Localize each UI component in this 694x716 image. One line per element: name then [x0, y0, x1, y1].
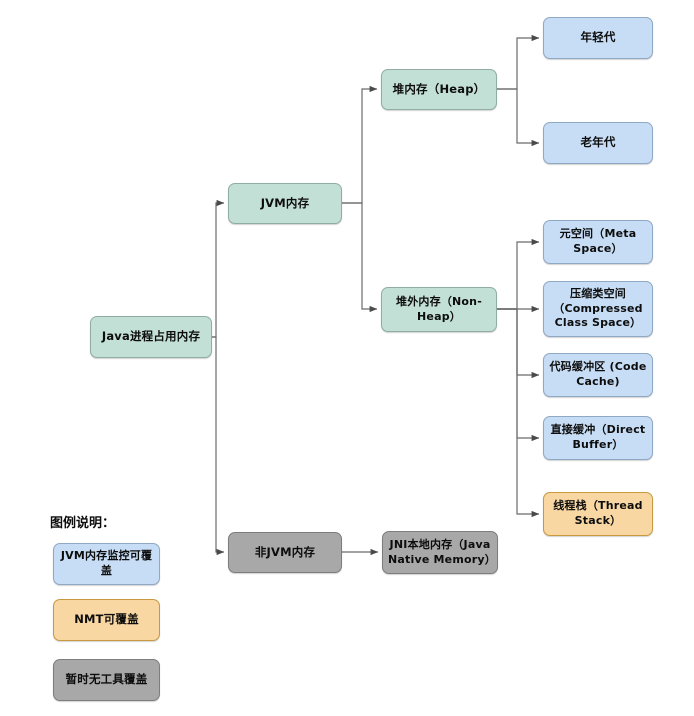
edge-jvm-to-heap	[342, 85, 378, 204]
node-jni-native[interactable]: JNI本地内存（Java Native Memory）	[382, 531, 498, 574]
node-thread-stack-label: 线程栈（Thread Stack）	[553, 499, 643, 527]
node-old-gen[interactable]: 老年代	[543, 122, 653, 164]
node-jni-native-label: JNI本地内存（Java Native Memory）	[388, 537, 496, 566]
legend-nmt-label: NMT可覆盖	[74, 612, 139, 627]
legend-no-tool-label: 暂时无工具覆盖	[65, 672, 148, 687]
node-non-heap[interactable]: 堆外内存（Non-Heap）	[381, 287, 497, 332]
node-non-jvm-memory[interactable]: 非JVM内存	[228, 532, 342, 573]
node-java-process[interactable]: Java进程占用内存	[90, 316, 212, 358]
node-direct-buffer-label: 直接缓冲（Direct Buffer）	[550, 423, 646, 451]
node-heap-label: 堆内存（Heap）	[392, 81, 486, 96]
node-heap[interactable]: 堆内存（Heap）	[381, 69, 497, 110]
node-young-gen-label: 年轻代	[580, 30, 616, 45]
node-thread-stack[interactable]: 线程栈（Thread Stack）	[543, 492, 653, 536]
edge-heap-to-old	[497, 88, 540, 147]
node-jvm-memory-label: JVM内存	[260, 195, 310, 210]
node-young-gen[interactable]: 年轻代	[543, 17, 653, 59]
legend-no-tool[interactable]: 暂时无工具覆盖	[53, 659, 160, 701]
edge-nonheap-to-direct-buffer	[497, 308, 540, 442]
node-non-jvm-memory-label: 非JVM内存	[254, 544, 316, 559]
legend-title: 图例说明：	[50, 516, 116, 531]
node-jvm-memory[interactable]: JVM内存	[228, 183, 342, 224]
edge-nonheap-to-thread-stack	[497, 308, 540, 518]
node-meta-space[interactable]: 元空间（Meta Space）	[543, 220, 653, 264]
node-non-heap-label: 堆外内存（Non-Heap）	[396, 294, 482, 323]
node-code-cache-label: 代码缓冲区 (Code Cache)	[549, 360, 647, 388]
edge-jvm-to-non-heap	[342, 202, 378, 313]
edges	[212, 34, 540, 556]
edge-nonheap-to-meta	[497, 238, 540, 310]
node-direct-buffer[interactable]: 直接缓冲（Direct Buffer）	[543, 416, 653, 460]
edge-nonheap-to-code-cache	[497, 308, 540, 379]
node-old-gen-label: 老年代	[580, 135, 616, 150]
edge-java-to-jvm	[212, 199, 225, 338]
edge-heap-to-young	[497, 34, 540, 90]
legend-jvm-monitor-label: JVM内存监控可覆盖	[60, 549, 153, 577]
legend-nmt[interactable]: NMT可覆盖	[53, 599, 160, 641]
legend-jvm-monitor[interactable]: JVM内存监控可覆盖	[53, 543, 160, 585]
edge-java-to-non-jvm	[212, 336, 225, 556]
node-java-process-label: Java进程占用内存	[101, 329, 201, 344]
node-code-cache[interactable]: 代码缓冲区 (Code Cache)	[543, 353, 653, 397]
node-meta-space-label: 元空间（Meta Space）	[559, 227, 637, 255]
node-compressed-class-space[interactable]: 压缩类空间（Compressed Class Space）	[543, 281, 653, 337]
node-compressed-class-space-label: 压缩类空间（Compressed Class Space）	[553, 286, 643, 330]
